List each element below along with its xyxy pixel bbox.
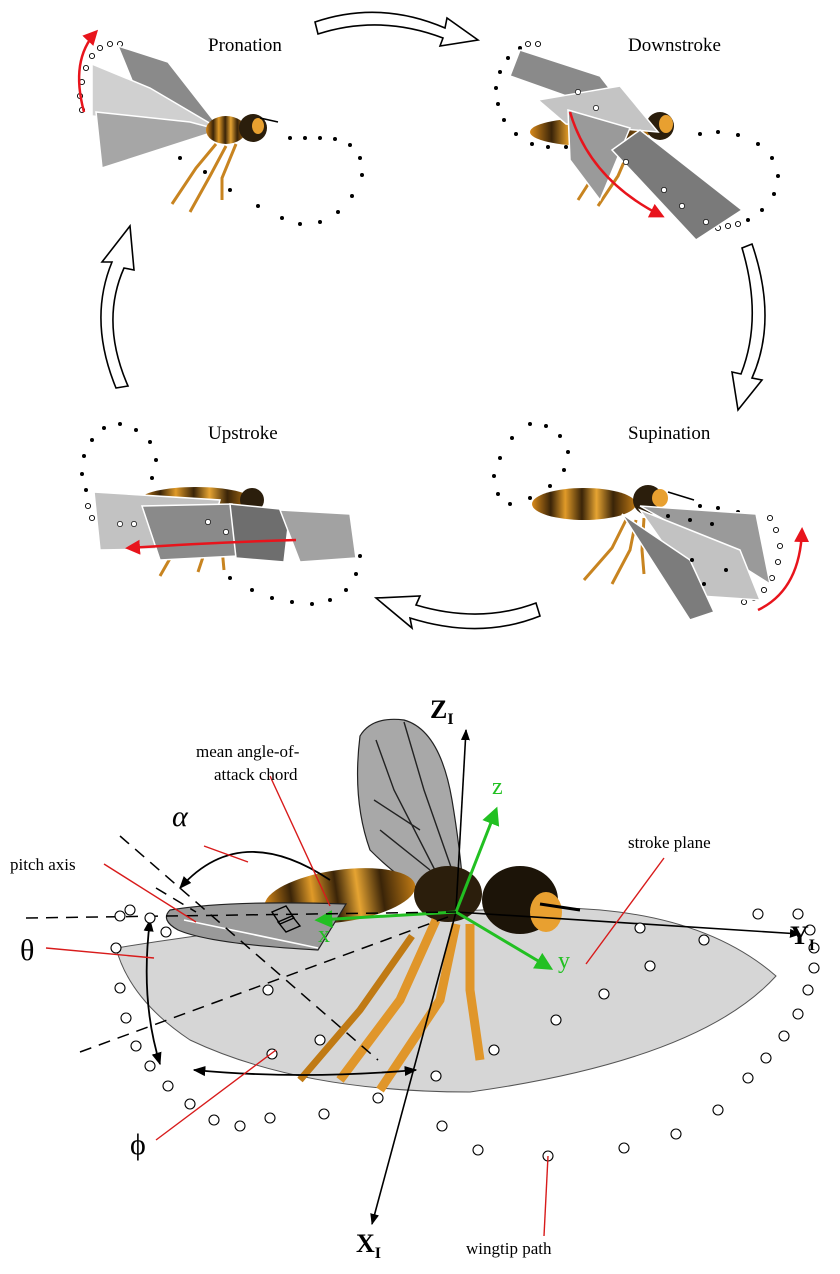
z-body-label: z bbox=[492, 774, 503, 800]
phase-downstroke: Downstroke bbox=[494, 35, 780, 240]
y-body-label: y bbox=[558, 948, 570, 974]
phase-label-pronation: Pronation bbox=[208, 35, 282, 56]
x-inertial-label: XI bbox=[356, 1229, 381, 1262]
alpha-symbol: α bbox=[172, 800, 189, 833]
phase-pronation: Pronation bbox=[77, 32, 364, 226]
phase-label-supination: Supination bbox=[628, 423, 711, 444]
cycle-arrow-top bbox=[315, 12, 478, 46]
cycle-arrow-bottom bbox=[376, 596, 540, 629]
theta-symbol: θ bbox=[20, 934, 34, 967]
kinematics-detail: ZI YI XI z y x α θ ϕ mean angle-of- atta… bbox=[10, 695, 819, 1262]
phase-upstroke: Upstroke bbox=[80, 422, 362, 606]
wing-fan bbox=[92, 46, 220, 168]
wingtip-path-label: wingtip path bbox=[466, 1239, 552, 1258]
cycle-arrow-left bbox=[101, 226, 134, 388]
wing-fan bbox=[510, 50, 742, 240]
phase-supination: Supination bbox=[492, 422, 802, 620]
pitch-axis-label: pitch axis bbox=[10, 855, 76, 874]
phi-symbol: ϕ bbox=[130, 1128, 146, 1161]
phase-label-downstroke: Downstroke bbox=[628, 35, 721, 56]
phase-label-upstroke: Upstroke bbox=[208, 423, 278, 444]
z-inertial-label: ZI bbox=[430, 695, 454, 728]
mean-chord-label-line2: attack chord bbox=[214, 765, 298, 784]
stroke-plane-label: stroke plane bbox=[628, 833, 711, 852]
x-body-label: x bbox=[318, 922, 330, 948]
cycle-arrow-right bbox=[732, 244, 765, 410]
mean-chord-label-line1: mean angle-of- bbox=[196, 742, 300, 761]
